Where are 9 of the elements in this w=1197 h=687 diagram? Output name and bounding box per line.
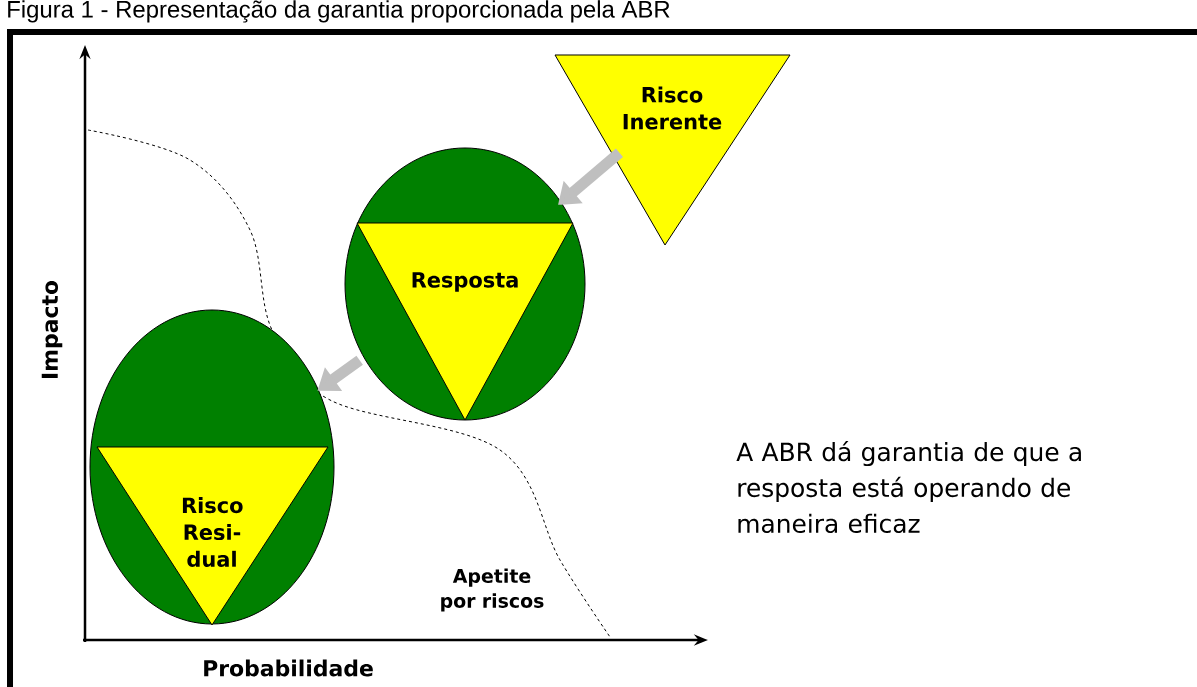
triangle-label: Risco Inerente	[623, 86, 722, 130]
note-text: A ABR dá garantia de que a resposta está operando de maneira eficaz	[736, 441, 1081, 533]
curve-label: Apetite por riscos	[441, 568, 544, 612]
triangle-label: Resposta	[412, 272, 518, 292]
triangle-label: Risco Resi- dual	[182, 497, 243, 567]
axis-label: Probabilidade	[204, 659, 373, 677]
axis-label: Impacto	[41, 280, 63, 378]
block-arrow	[558, 148, 623, 205]
figure-title: Figura 1 - Representação da garantia proporcionada pela ABR	[8, 0, 670, 23]
